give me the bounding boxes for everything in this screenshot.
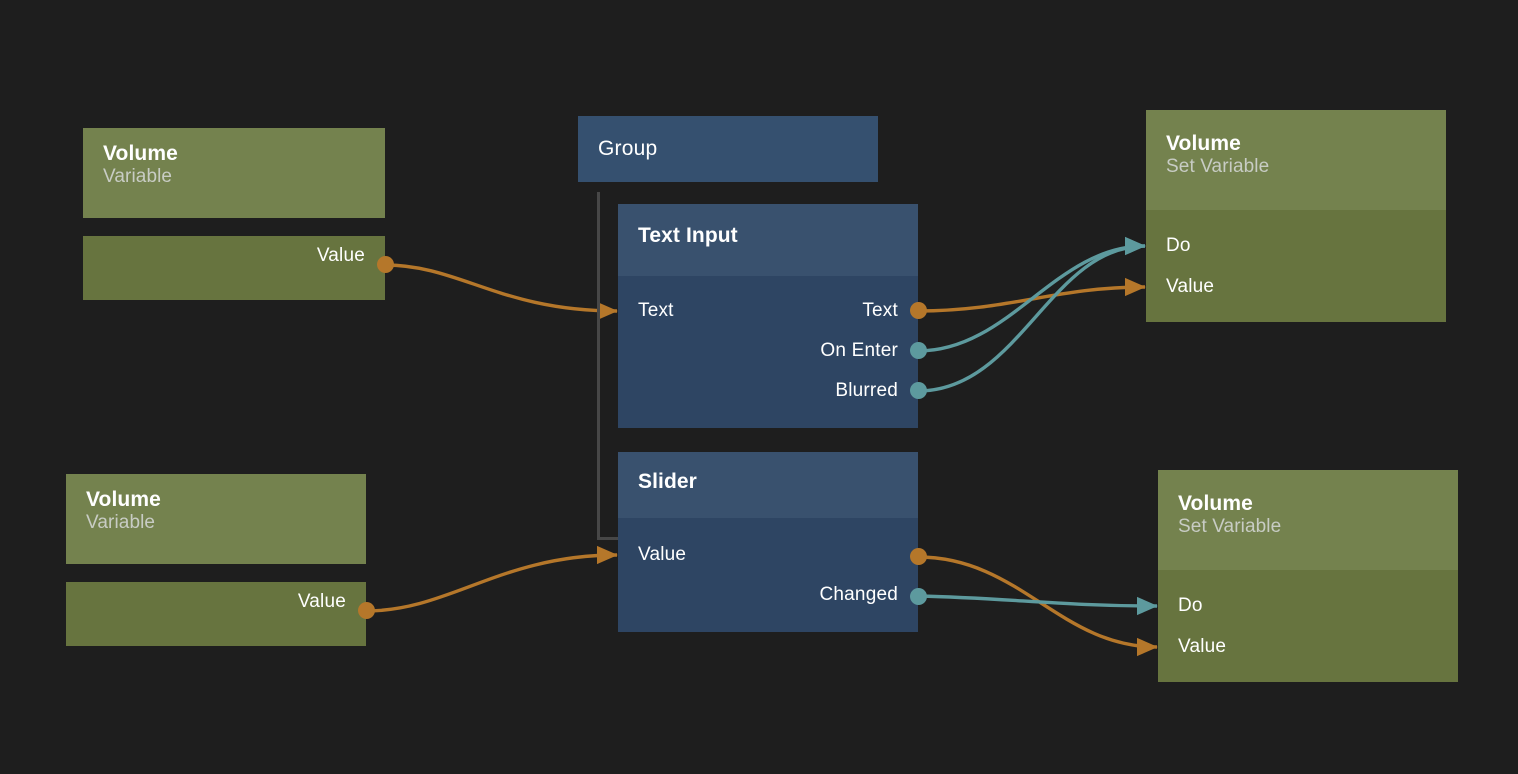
- node-header: Slider: [618, 452, 918, 518]
- input-label-do: Do: [1178, 595, 1203, 616]
- input-row-text[interactable]: Text: [618, 291, 918, 331]
- output-port-value-dot[interactable]: [377, 256, 394, 273]
- wire-volume-value-to-slider-value: [365, 545, 618, 613]
- wire-text-to-set-value: [917, 277, 1146, 313]
- node-header: Volume Variable: [66, 474, 366, 564]
- node-header: Text Input: [618, 204, 918, 276]
- input-row-do[interactable]: Do: [1158, 586, 1458, 626]
- input-label-value: Value: [1166, 276, 1215, 297]
- input-row-value[interactable]: Value: [1158, 627, 1458, 667]
- node-subtitle: Set Variable: [1166, 155, 1270, 177]
- output-row-value[interactable]: Value: [83, 236, 385, 276]
- group-bracket: [597, 192, 619, 540]
- output-port-slider-value-dot[interactable]: [910, 548, 927, 565]
- group-label: Group: [598, 137, 658, 160]
- input-label-text: Text: [638, 300, 674, 321]
- output-row-changed[interactable]: Changed: [618, 575, 918, 615]
- node-subtitle: Variable: [103, 165, 173, 187]
- wire-slider-value-to-set-value: [917, 555, 1158, 657]
- node-slider[interactable]: Slider Value Changed: [618, 452, 918, 632]
- input-row-do[interactable]: Do: [1146, 226, 1446, 266]
- output-label-on-enter: On Enter: [820, 340, 898, 361]
- node-header: Volume Set Variable: [1146, 110, 1446, 210]
- node-title: Volume: [1178, 492, 1253, 515]
- output-label-text: Text: [862, 300, 898, 321]
- output-row-text[interactable]: Text: [618, 291, 918, 331]
- output-port-blurred-dot[interactable]: [910, 382, 927, 399]
- output-port-on-enter-dot[interactable]: [910, 342, 927, 359]
- node-volume-variable-bottom[interactable]: Volume Variable Value: [66, 474, 366, 646]
- output-port-text-dot[interactable]: [910, 302, 927, 319]
- node-title: Slider: [638, 470, 697, 493]
- output-port-value-dot[interactable]: [358, 602, 375, 619]
- node-title: Text Input: [638, 224, 738, 247]
- node-header: Volume Set Variable: [1158, 470, 1458, 570]
- node-body: Value: [66, 582, 366, 646]
- node-body: Do Value: [1146, 210, 1446, 322]
- input-row-value[interactable]: Value: [1146, 267, 1446, 307]
- wire-changed-to-do: [917, 594, 1158, 616]
- output-row-on-enter[interactable]: On Enter: [618, 331, 918, 371]
- input-row-value[interactable]: Value: [618, 535, 918, 575]
- output-label-changed: Changed: [819, 584, 898, 605]
- node-body: Text Text On Enter Blurred: [618, 276, 918, 428]
- group-header[interactable]: Group: [578, 116, 878, 182]
- node-subtitle: Set Variable: [1178, 515, 1282, 537]
- node-body: Value: [83, 236, 385, 300]
- output-port-changed-dot[interactable]: [910, 588, 927, 605]
- node-title: Volume: [86, 488, 161, 511]
- output-row-blurred[interactable]: Blurred: [618, 371, 918, 411]
- node-title: Volume: [1166, 132, 1241, 155]
- node-title: Volume: [103, 142, 178, 165]
- output-label-blurred: Blurred: [835, 380, 898, 401]
- input-label-value: Value: [1178, 636, 1227, 657]
- node-volume-set-variable-bottom[interactable]: Volume Set Variable Do Value: [1158, 470, 1458, 682]
- output-row-value[interactable]: Value: [66, 582, 366, 622]
- node-header: Volume Variable: [83, 128, 385, 218]
- wire-volume-value-to-text-input-text: [384, 263, 618, 321]
- output-label-value: Value: [316, 245, 365, 266]
- node-body: Value Changed: [618, 518, 918, 632]
- node-volume-set-variable-top[interactable]: Volume Set Variable Do Value: [1146, 110, 1446, 322]
- node-volume-variable-top[interactable]: Volume Variable Value: [83, 128, 385, 300]
- input-label-do: Do: [1166, 235, 1191, 256]
- output-label-value: Value: [297, 591, 346, 612]
- node-text-input[interactable]: Text Input Text Text On Enter Blurred: [618, 204, 918, 428]
- input-label-value: Value: [638, 544, 687, 565]
- node-subtitle: Variable: [86, 511, 156, 533]
- wire-on-enter-to-do: [917, 236, 1146, 353]
- node-body: Do Value: [1158, 570, 1458, 682]
- wire-blurred-to-do: [917, 236, 1146, 393]
